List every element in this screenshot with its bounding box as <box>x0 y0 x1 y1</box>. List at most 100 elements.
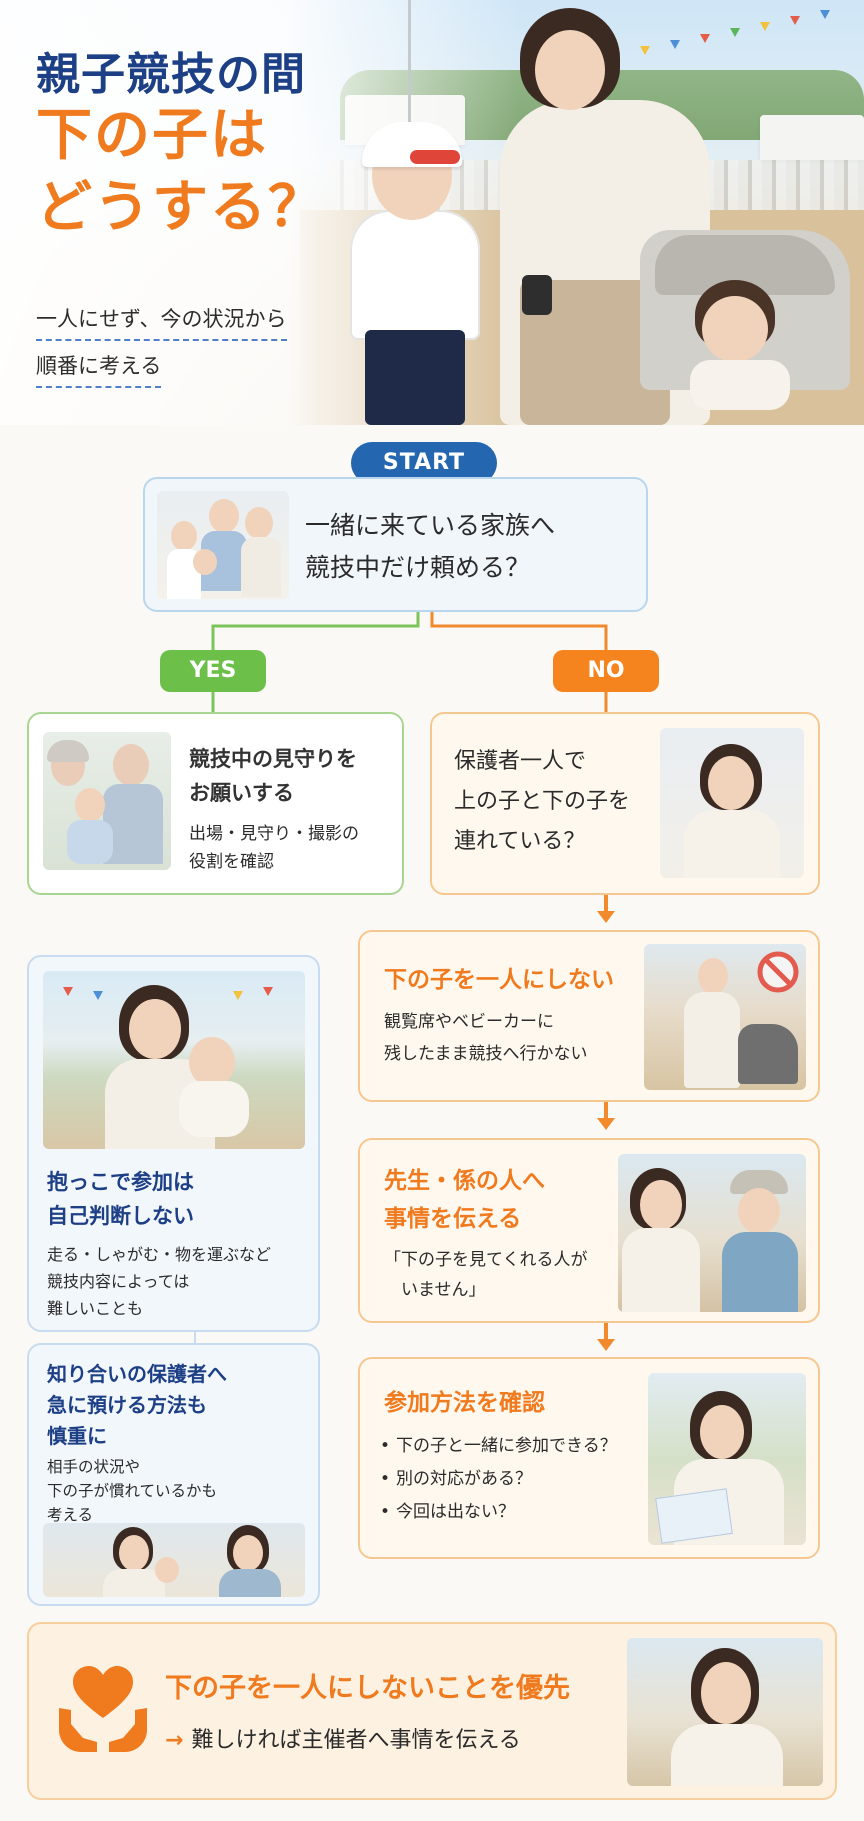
boy-shorts <box>365 330 465 425</box>
summary-sub: 難しければ主催者へ事情を伝える <box>191 1728 521 1753</box>
connector-yes <box>211 612 420 655</box>
father-face <box>209 499 239 533</box>
bunting-flag <box>263 987 273 996</box>
baby-face <box>155 1557 179 1583</box>
baby-face <box>702 296 768 362</box>
side1-detail: 走る・しゃがむ・物を運ぶなど 競技内容によっては 難しいことも <box>47 1245 272 1318</box>
start-question-box: 一緒に来ている家族へ 競技中だけ頼める？ <box>143 477 648 612</box>
staff-face <box>738 1188 780 1234</box>
bunting-flag <box>730 28 740 37</box>
bunting-flag <box>233 991 243 1000</box>
yes-badge: YES <box>160 650 266 692</box>
boy-shirt <box>350 210 480 340</box>
thoughtful-mother-photo <box>627 1638 823 1786</box>
subtitle-line2: 順番に考える <box>36 350 162 388</box>
side2-detail: 相手の状況や 下の子が慣れているかも 考える <box>47 1458 218 1524</box>
no-question: 保護者一人で 上の子と下の子を 連れている？ <box>454 749 631 854</box>
baby-body <box>67 820 113 864</box>
side-note-acquaintance-box: 知り合いの保護者へ 急に預ける方法も 慎重に 相手の状況や 下の子が慣れているか… <box>27 1343 320 1606</box>
page-title-line2: 下の子は <box>36 103 268 168</box>
page-title-line3: どうする？ <box>36 175 326 240</box>
shoulder-bag <box>522 275 552 315</box>
grandparents-photo <box>43 732 171 870</box>
step2-detail: 「下の子を見てくれる人が いません」 <box>384 1250 588 1300</box>
staff-conversation-photo <box>618 1154 806 1312</box>
yes-answer-box: 競技中の見守りを お願いする 出場・見守り・撮影の 役割を確認 <box>27 712 404 895</box>
baby-body <box>690 360 790 410</box>
bunting-flag <box>670 40 680 49</box>
summary-box: 下の子を一人にしないことを優先 →難しければ主催者へ事情を伝える <box>27 1622 837 1800</box>
mother-face <box>640 1180 682 1230</box>
step-tell-staff-box: 先生・係の人へ 事情を伝える 「下の子を見てくれる人が いません」 <box>358 1138 820 1323</box>
heart-hands-icon <box>59 1666 147 1752</box>
friend-face <box>233 1535 263 1571</box>
summary-main: 下の子を一人にしないことを優先 <box>165 1673 570 1704</box>
face <box>708 756 754 810</box>
no-question-box: 保護者一人で 上の子と下の子を 連れている？ <box>430 712 820 895</box>
mother-face <box>245 507 273 539</box>
reading-mother-photo <box>648 1373 806 1545</box>
summary-sub-row: →難しければ主催者へ事情を伝える <box>165 1722 521 1754</box>
bunting-flag <box>820 10 830 19</box>
mother-face <box>119 1535 149 1571</box>
staff-vest <box>722 1232 798 1312</box>
mother-body <box>622 1228 700 1312</box>
grandmother-hair <box>47 740 89 762</box>
baby-face <box>189 1037 235 1087</box>
arrow-stem <box>604 895 608 911</box>
boy-cap-brim <box>410 150 460 164</box>
bunting-flag <box>790 16 800 25</box>
mother-body <box>103 1569 165 1597</box>
start-question: 一緒に来ている家族へ 競技中だけ頼める？ <box>305 511 556 582</box>
family-photo <box>157 491 289 599</box>
baby-face <box>75 788 105 822</box>
side-note-holding-box: 抱っこで参加は 自己判断しない 走る・しゃがむ・物を運ぶなど 競技内容によっては… <box>27 955 320 1332</box>
step3-option: 下の子と一緒に参加できる？ <box>380 1431 617 1456</box>
step-keep-child-box: 下の子を一人にしない 観覧席やベビーカーに 残したまま競技へ行かない <box>358 930 820 1102</box>
step-confirm-method-box: 参加方法を確認 下の子と一緒に参加できる？ 別の対応がある？ 今回は出ない？ <box>358 1357 820 1559</box>
face <box>701 1662 751 1724</box>
mother-shirt <box>241 537 281 597</box>
step1-detail: 観覧席やベビーカーに 残したまま競技へ行かない <box>384 1012 588 1064</box>
mother-face <box>535 30 605 110</box>
girl-face <box>171 521 197 551</box>
connector-no <box>430 612 608 655</box>
arrow-stem <box>604 1102 608 1118</box>
baby-body <box>179 1081 249 1137</box>
mother-face <box>129 999 181 1059</box>
arrow-down-icon <box>597 1118 615 1130</box>
grandfather-shirt <box>103 784 163 864</box>
side2-heading: 知り合いの保護者へ 急に預ける方法も 慎重に <box>47 1362 227 1448</box>
no-badge: NO <box>553 650 659 692</box>
mother-body <box>684 992 740 1088</box>
friend-body <box>219 1569 281 1597</box>
yes-heading: 競技中の見守りを お願いする <box>189 747 357 805</box>
bunting-flag <box>63 987 73 996</box>
arrow-down-icon <box>597 911 615 923</box>
step3-heading: 参加方法を確認 <box>384 1390 545 1416</box>
mother-face <box>698 958 728 994</box>
step1-heading: 下の子を一人にしない <box>384 967 614 993</box>
yes-detail: 出場・見守り・撮影の 役割を確認 <box>189 824 359 872</box>
bunting-flag <box>640 46 650 55</box>
side1-heading: 抱っこで参加は 自己判断しない <box>47 1170 194 1228</box>
grandfather-face <box>113 744 149 786</box>
hero-tent <box>760 115 864 160</box>
page-title-line1: 親子競技の間 <box>36 49 306 100</box>
blouse <box>684 810 780 878</box>
stroller-photo <box>644 944 806 1090</box>
bunting-flag <box>760 22 770 31</box>
thinking-mother-photo <box>660 728 804 878</box>
face <box>700 1405 744 1459</box>
step3-options: 下の子と一緒に参加できる？ 別の対応がある？ 今回は出ない？ <box>380 1431 617 1530</box>
mother-holding-baby-photo <box>43 971 305 1149</box>
parents-chatting-photo <box>43 1523 305 1597</box>
step3-option: 今回は出ない？ <box>380 1497 617 1522</box>
no-sign-icon <box>757 951 799 993</box>
arrow-stem <box>604 1323 608 1339</box>
boy-face <box>193 549 217 575</box>
step3-option: 別の対応がある？ <box>380 1464 617 1489</box>
bunting-flag <box>700 34 710 43</box>
step2-heading: 先生・係の人へ 事情を伝える <box>384 1168 545 1232</box>
